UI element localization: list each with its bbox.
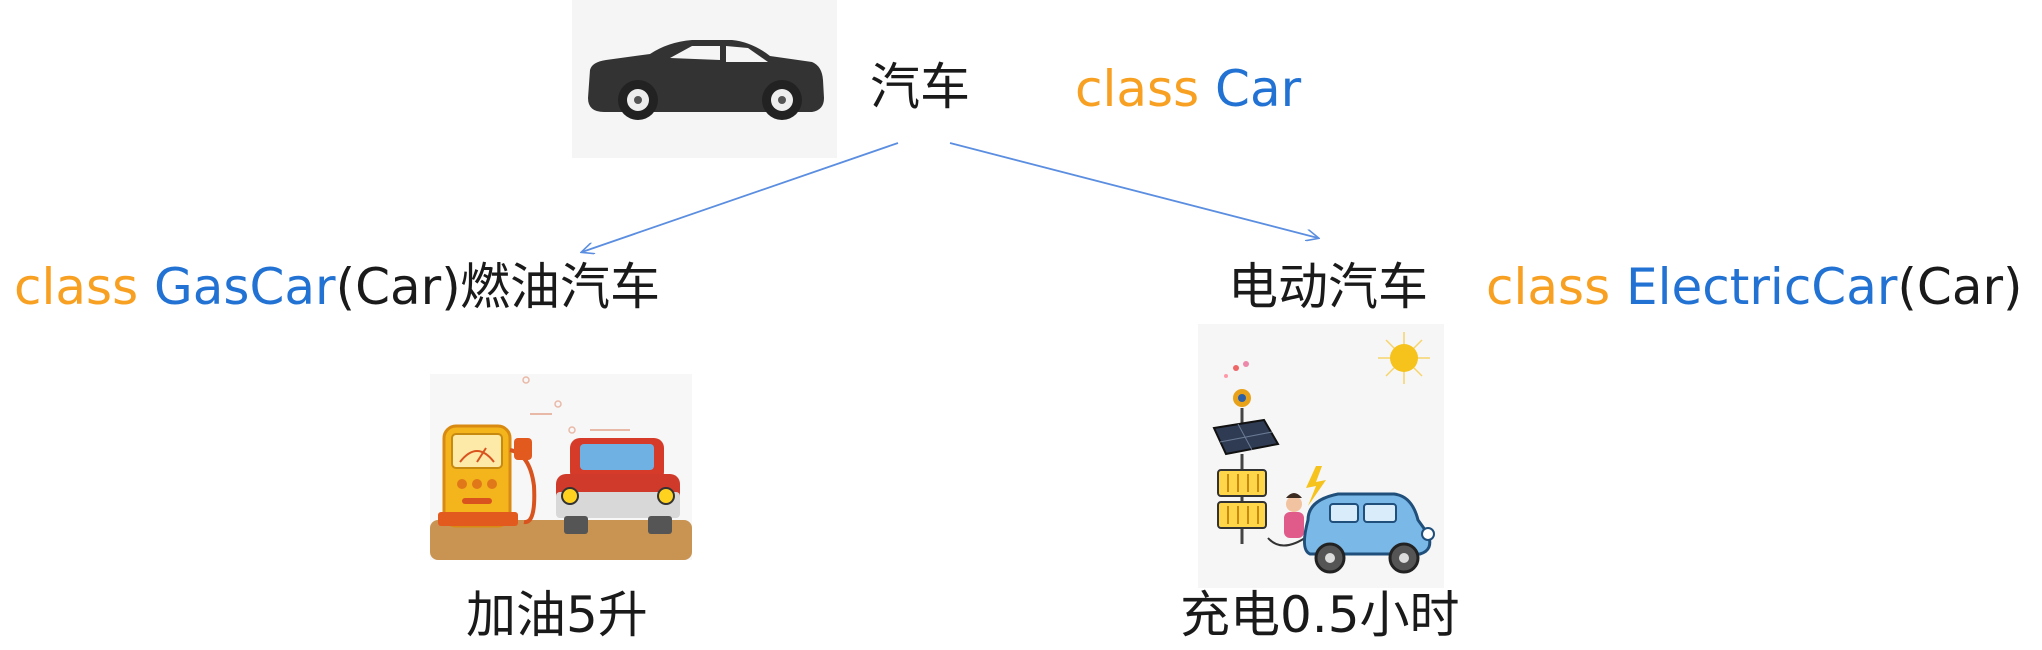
class-keyword: class <box>1075 60 1200 118</box>
root-class-code: class Car <box>1075 64 1301 114</box>
parent-class: (Car) <box>1897 258 2023 316</box>
root-label: 汽车 <box>870 58 970 116</box>
class-keyword: class <box>14 258 139 316</box>
car-image <box>572 0 837 158</box>
parent-class: (Car) <box>335 258 461 316</box>
class-keyword: class <box>1486 258 1611 316</box>
class-name: Car <box>1215 60 1302 118</box>
electriccar-label: 电动汽车 <box>1228 258 1428 316</box>
gascar-caption: 加油5升 <box>466 586 648 644</box>
gascar-class-code: class GasCar(Car) <box>14 262 461 312</box>
class-name: GasCar <box>154 258 336 316</box>
solar-charging-image <box>1198 324 1444 588</box>
electriccar-class-code: class ElectricCar(Car) <box>1486 262 2023 312</box>
gas-station-image <box>430 374 692 560</box>
arrow-to-gascar <box>582 142 899 252</box>
gas-station-icon <box>430 376 692 560</box>
electriccar-caption: 充电0.5小时 <box>1180 586 1460 644</box>
car-silhouette-icon <box>588 40 824 120</box>
class-name: ElectricCar <box>1626 258 1898 316</box>
gascar-label: 燃油汽车 <box>460 258 660 316</box>
solar-charging-icon <box>1212 332 1435 574</box>
arrow-to-electriccar <box>949 142 1318 238</box>
